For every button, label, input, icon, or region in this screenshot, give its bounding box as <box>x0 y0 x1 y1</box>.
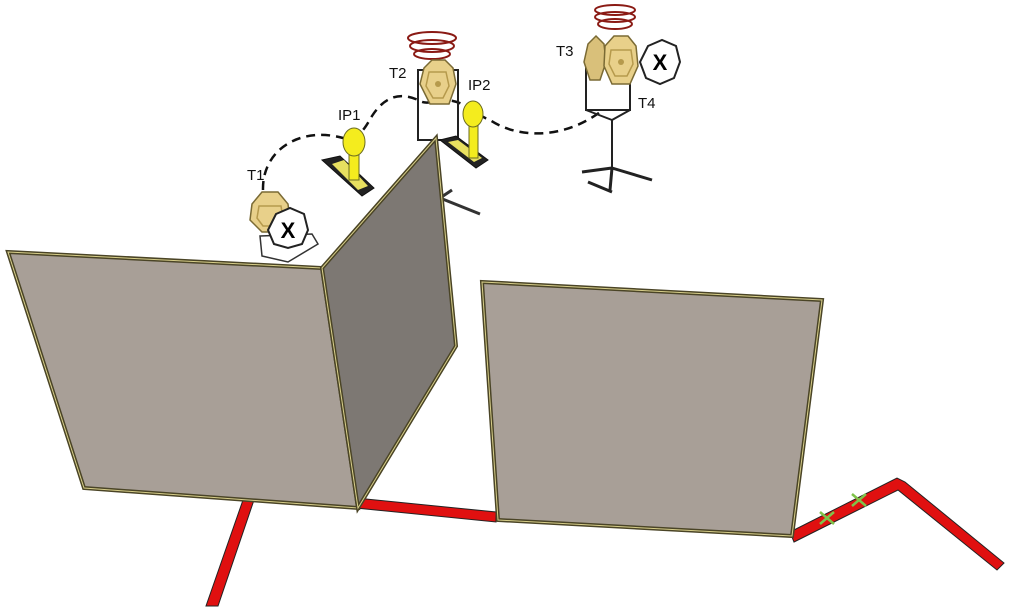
no-shoot-t1-mark: X <box>281 218 296 243</box>
fault-line-right <box>789 477 1005 571</box>
label-t3: T3 <box>556 43 574 60</box>
wall-angled <box>319 133 459 514</box>
target-t3 <box>583 34 607 81</box>
target-stand <box>581 65 653 194</box>
target-t2 <box>417 59 459 141</box>
no-shoot-t3-mark: X <box>653 50 668 75</box>
spring-t3 <box>594 4 636 30</box>
wall-right <box>479 279 825 539</box>
fault-line-left-leg <box>205 499 255 607</box>
shooter-path <box>261 95 611 191</box>
label-t2: T2 <box>389 65 407 82</box>
no-shoot-t3: X <box>638 38 682 86</box>
popper-ip1 <box>320 127 375 197</box>
wall-left <box>5 249 361 511</box>
fault-line-middle <box>355 497 497 523</box>
label-ip1: IP1 <box>338 107 361 124</box>
spring-t2 <box>407 31 457 60</box>
no-shoot-t1: X <box>266 206 310 250</box>
label-ip2: IP2 <box>468 77 491 94</box>
popper-ip2 <box>438 100 489 169</box>
label-t1: T1 <box>247 167 265 184</box>
fault-lines <box>205 477 1005 607</box>
target-t4 <box>603 35 639 85</box>
label-t4: T4 <box>638 95 656 112</box>
tape-marks <box>819 493 867 525</box>
